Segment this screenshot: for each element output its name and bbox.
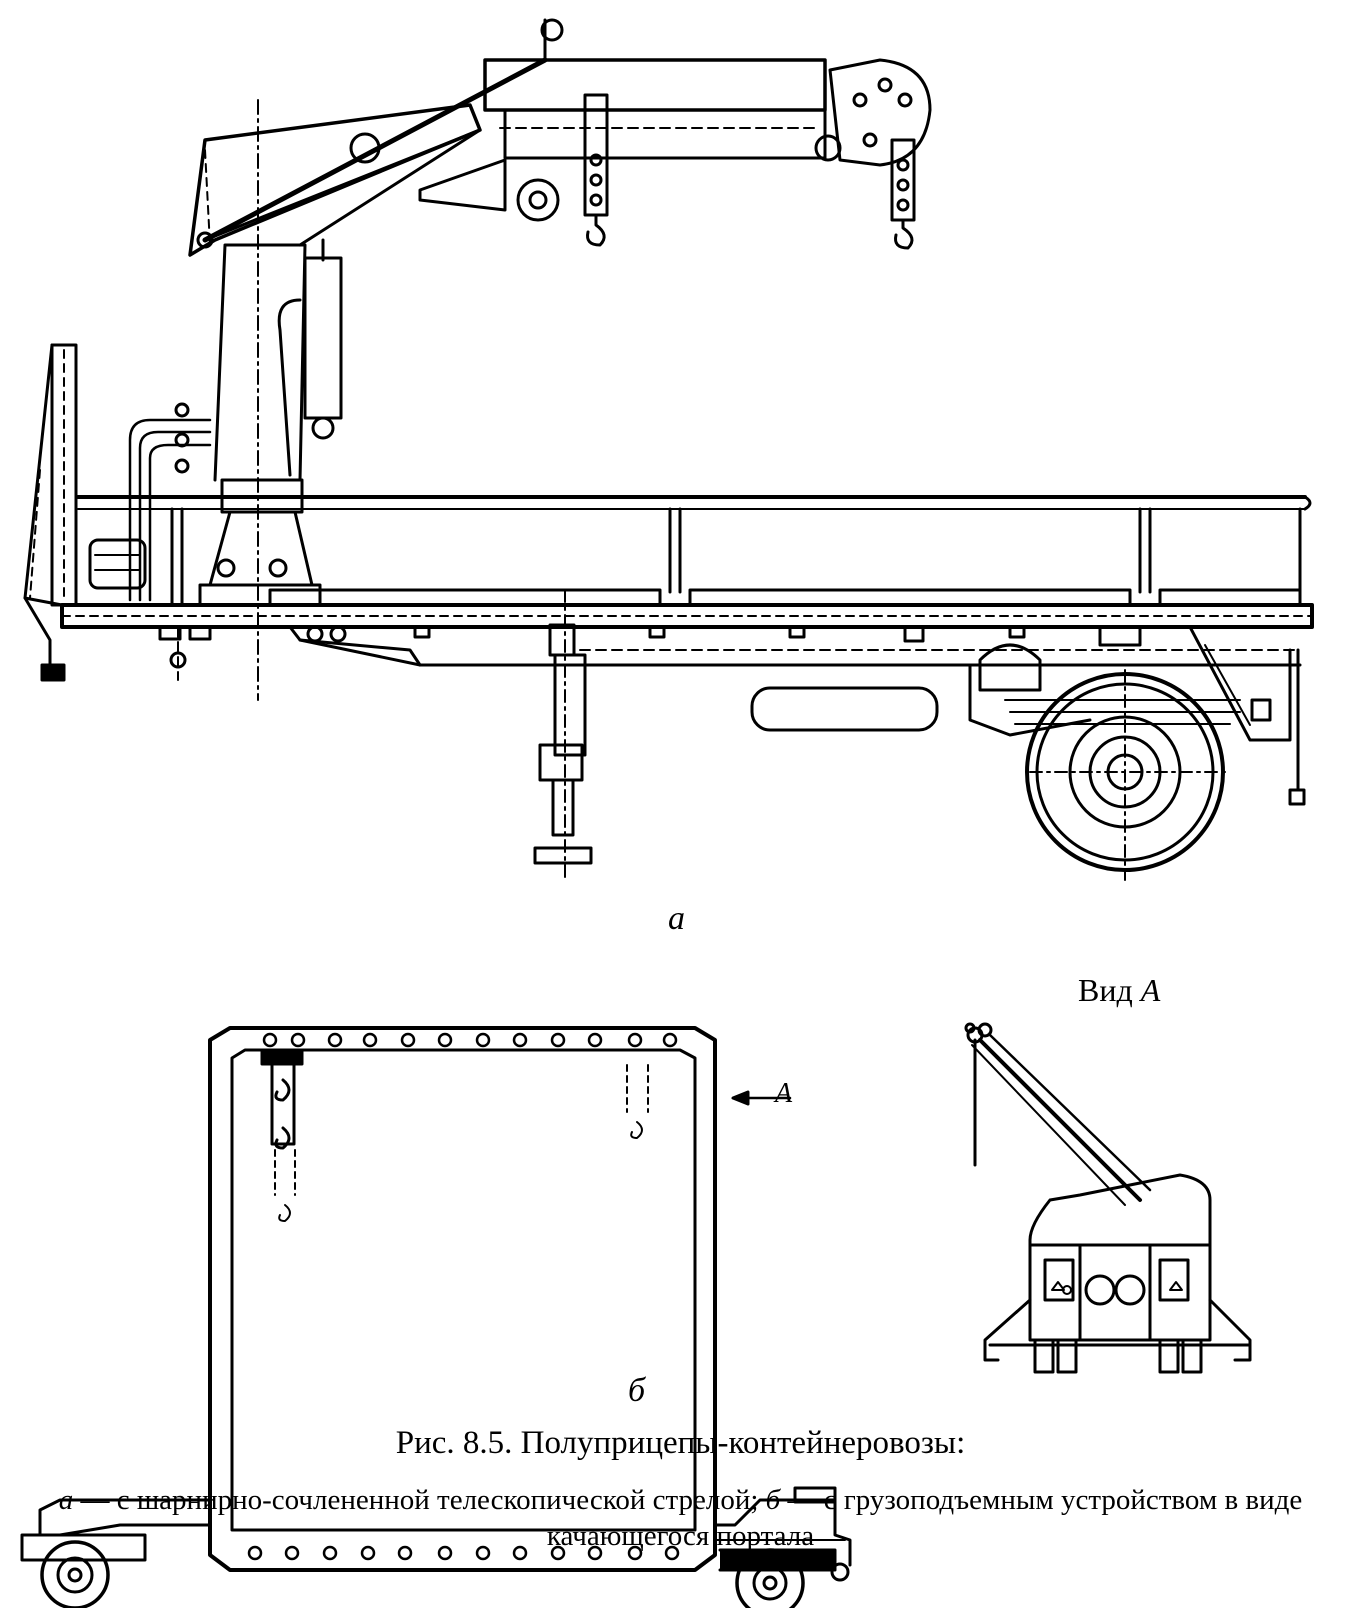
subfigure-label-b: б [628,1372,646,1409]
view-arrow-label: А [775,1078,793,1109]
view-a-rear-crane [964,1022,1252,1374]
portal-bottom-holes [247,1545,680,1561]
subfigure-label-a: а [668,900,685,937]
figure-caption-text: а — с шарнирно-сочлененной телескопическ… [58,1484,1303,1552]
figure-a-semitrailer-crane [23,18,1314,881]
figure-b-portal-semitrailer [20,1026,852,1608]
portal-top-holes [262,1032,678,1048]
view-a-label: Вид А [1078,972,1161,1008]
figure-caption-title: Рис. 8.5. Полуприцепы-контейнеровозы: [395,1425,966,1461]
